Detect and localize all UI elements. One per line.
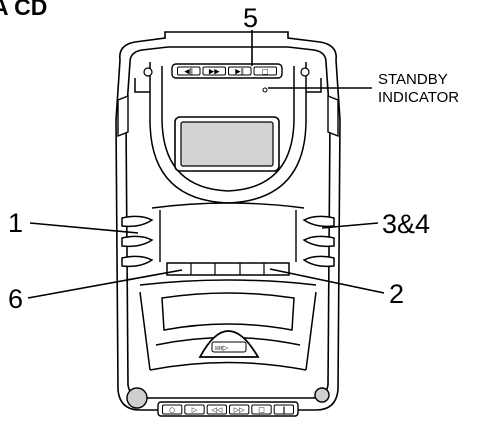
bottom-transport-button-6 <box>273 404 294 415</box>
callout-label-1: 1 <box>8 208 23 238</box>
left-side-grip <box>117 94 129 138</box>
bottom-transport-button-glyph-4: ▷▷ <box>234 406 245 414</box>
callout-label-6: 6 <box>8 284 23 314</box>
left-knob <box>126 387 148 409</box>
callout-label-5: 5 <box>243 3 258 33</box>
callout-line-2 <box>269 268 385 294</box>
top-transport-button-glyph-1: ◀‖ <box>184 68 193 76</box>
callout-label-standby-line2: INDICATOR <box>378 89 459 106</box>
callout-line-6 <box>27 269 183 299</box>
callout-label-2: 2 <box>389 279 404 309</box>
top-transport-button-glyph-4: □ <box>262 68 269 76</box>
lcd-display <box>174 116 280 172</box>
right-side-grip <box>327 94 339 138</box>
callout-line-1 <box>29 222 139 234</box>
right-side-buttons <box>302 215 335 268</box>
top-transport-button-glyph-3: ▶‖ <box>235 68 244 76</box>
screw-left <box>143 67 153 77</box>
bottom-transport-button-4 <box>229 404 250 415</box>
bottom-transport-button-glyph-3: ◁◁ <box>211 406 222 414</box>
top-transport-button-glyph-2: ▶▶ <box>209 68 220 76</box>
top-transport-button-2 <box>202 66 226 76</box>
callout-line-34 <box>321 222 379 229</box>
left-side-buttons <box>121 215 154 268</box>
bottom-transport-button-glyph-1: ○ <box>169 406 175 414</box>
top-transport-button-1 <box>177 66 201 76</box>
bottom-transport-button-glyph-2: ▷ <box>192 406 198 414</box>
callout-label-standby-line1: STANDBY <box>378 71 448 88</box>
callout-label-3-and-4: 3&4 <box>382 209 430 239</box>
diagram-heading: A CD <box>0 0 47 20</box>
standby-indicator-led <box>262 87 268 93</box>
top-transport-button-3 <box>228 66 252 76</box>
top-transport-button-4 <box>253 66 277 76</box>
bottom-transport-button-1 <box>162 404 183 415</box>
screw-right <box>300 67 310 77</box>
bottom-transport-button-3 <box>206 404 228 415</box>
callout-lines <box>27 30 385 299</box>
bottom-transport-button-glyph-5: □ <box>258 406 265 414</box>
middle-panel <box>151 202 305 262</box>
bottom-transport-button-2 <box>184 404 205 415</box>
right-knob <box>314 387 330 403</box>
eject-glyph: ıııı▷ <box>215 344 229 352</box>
bottom-transport-button-glyph-6: ‖ <box>282 406 286 414</box>
eject-button <box>198 330 260 358</box>
preset-button-strip <box>166 262 290 276</box>
bottom-transport-button-5 <box>251 404 272 415</box>
